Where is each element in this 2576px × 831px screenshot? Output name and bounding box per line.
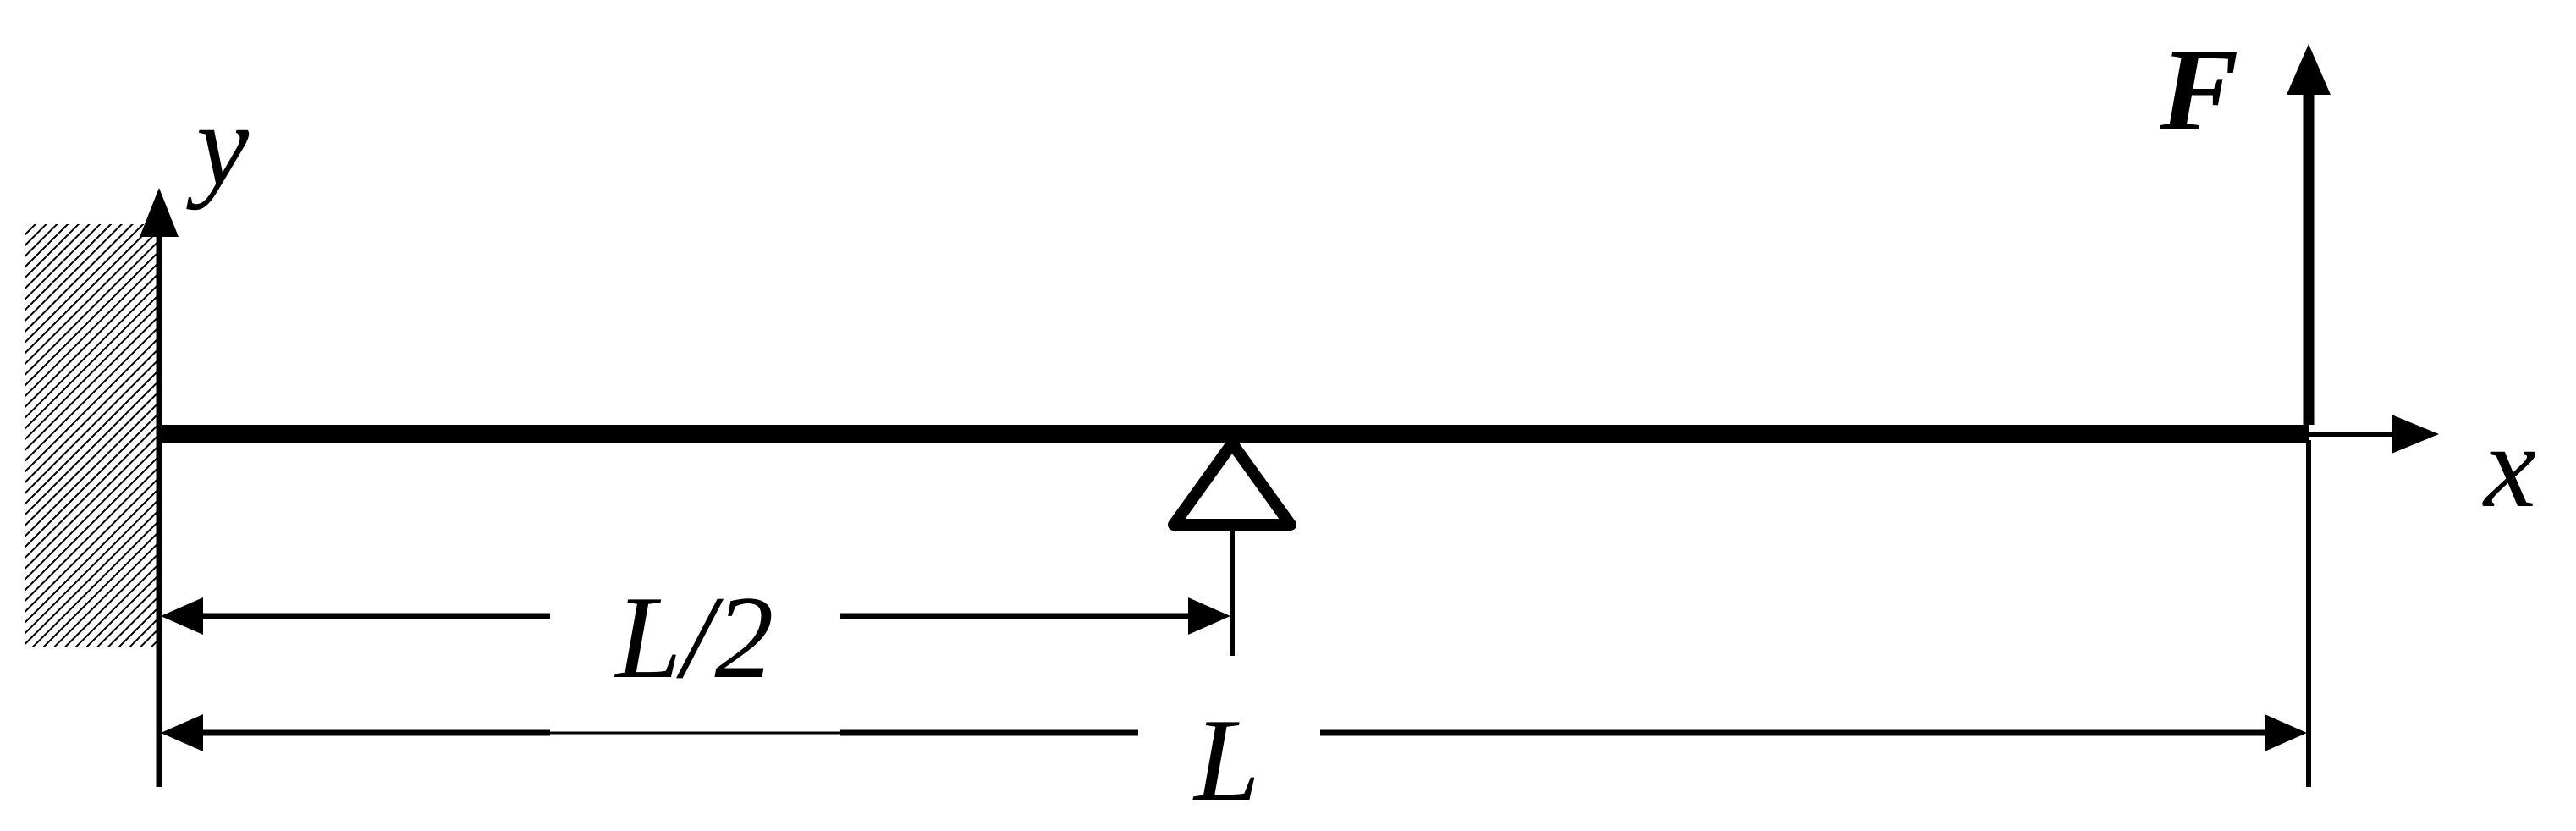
force-label: F [2159,25,2238,156]
y-axis-label: y [186,80,250,211]
fixed-wall [25,224,159,647]
force-arrow [2287,44,2331,425]
x-axis [2309,415,2439,454]
y-axis-arrowhead [140,188,179,237]
span-left-arrowhead [161,714,203,751]
y-axis [140,188,179,237]
span-label: L [1192,695,1260,826]
span-right-arrowhead [2265,714,2307,751]
half-span-dimension [161,597,1230,635]
span-dimension [161,714,2307,751]
half-span-right-arrowhead [1188,597,1230,635]
half-span-left-arrowhead [161,597,203,635]
force-arrowhead [2287,44,2331,95]
half-span-label: L/2 [614,572,774,703]
pin-support [1168,438,1296,531]
x-axis-arrowhead [2392,415,2439,454]
x-axis-label: x [2482,401,2536,532]
